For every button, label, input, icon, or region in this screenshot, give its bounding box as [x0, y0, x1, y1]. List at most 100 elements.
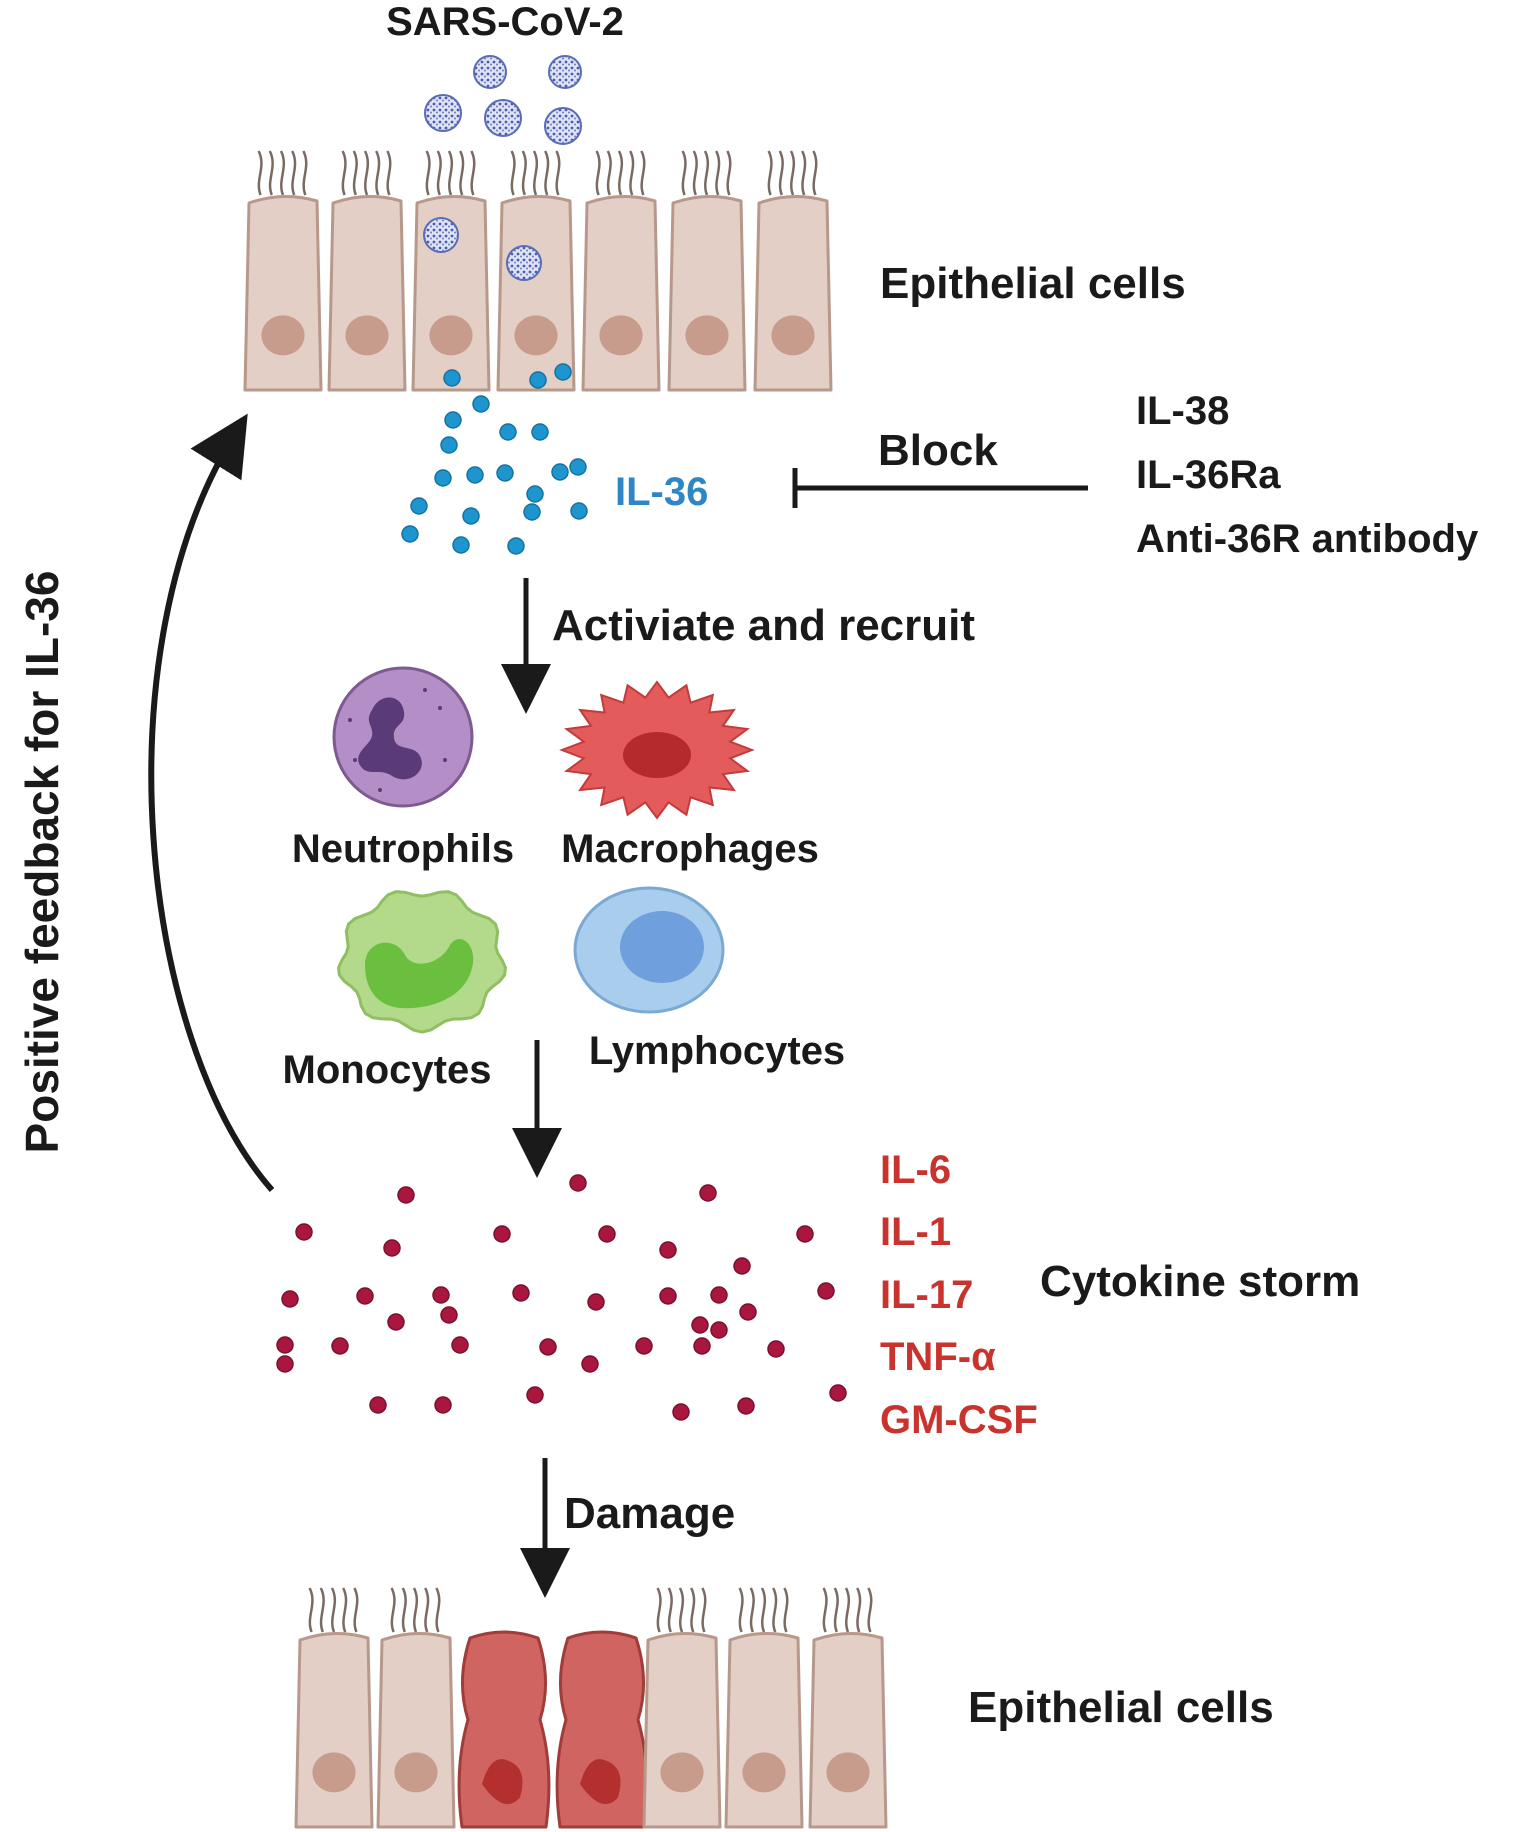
- cilium: [470, 150, 476, 196]
- cell-nucleus: [345, 315, 389, 356]
- cilium: [291, 150, 297, 196]
- virus-title: SARS-CoV-2: [386, 0, 624, 44]
- cell-nucleus: [771, 315, 815, 356]
- damaged-epithelial-cell: [457, 1630, 551, 1829]
- cilium: [656, 1587, 662, 1633]
- cilium: [844, 1587, 851, 1633]
- neutrophil-cell: [332, 666, 474, 808]
- epithelial-cell: [327, 150, 407, 392]
- cilium: [341, 150, 347, 196]
- cilium: [353, 1587, 359, 1633]
- cytokine-dot: [733, 1257, 751, 1275]
- cilium: [667, 1587, 673, 1633]
- cilium: [363, 150, 370, 196]
- cilium: [606, 150, 612, 196]
- cell-body: [724, 1631, 804, 1829]
- cell-body: [457, 1630, 551, 1829]
- cilium: [302, 150, 308, 196]
- epithelial-cell: [294, 1587, 374, 1829]
- cilium: [789, 150, 796, 196]
- cilium: [640, 150, 646, 196]
- cytokine-dot: [493, 1225, 511, 1243]
- cilium: [386, 150, 392, 196]
- cytokine-dot: [739, 1303, 757, 1321]
- cilium: [544, 150, 550, 196]
- cytokine-dot: [693, 1337, 711, 1355]
- cytokine-dot: [383, 1239, 401, 1257]
- cytokine-dot: [387, 1313, 405, 1331]
- cilium: [701, 1587, 707, 1633]
- cilium: [690, 1587, 696, 1633]
- blocker-anti36r-antibody: Anti-36R antibody: [1136, 517, 1479, 561]
- cytokine-dot: [672, 1403, 690, 1421]
- cilium: [822, 1587, 828, 1633]
- il36-dot: [496, 464, 514, 482]
- cell-body: [642, 1631, 722, 1829]
- cilium: [767, 150, 773, 196]
- cilium: [555, 150, 561, 196]
- cilium: [738, 1587, 744, 1633]
- cytokine-dot: [710, 1321, 728, 1339]
- cell-body: [243, 194, 323, 392]
- epithelial-cell: [667, 150, 747, 392]
- cilium: [459, 150, 465, 196]
- cytokine-dot: [356, 1287, 374, 1305]
- cell-nucleus: [312, 1752, 356, 1793]
- cilium: [330, 1587, 337, 1633]
- cytokine-dot: [659, 1287, 677, 1305]
- cilium: [521, 150, 527, 196]
- cilium: [681, 150, 687, 196]
- cilium: [715, 150, 721, 196]
- cytokine-il17: IL-17: [880, 1273, 973, 1317]
- macrophages-label: Macrophages: [561, 827, 819, 871]
- cytokine-dot: [569, 1174, 587, 1192]
- cilium: [801, 150, 807, 196]
- il36-dot: [434, 469, 452, 487]
- epithelial-cell: [376, 1587, 456, 1829]
- il36-dot: [570, 502, 588, 520]
- cilium: [375, 150, 381, 196]
- cell-nucleus: [826, 1752, 870, 1793]
- cell-nucleus: [261, 315, 305, 356]
- cilium: [833, 1587, 839, 1633]
- cilium: [390, 1587, 396, 1633]
- cell-nucleus: [685, 315, 729, 356]
- cilium: [783, 1587, 789, 1633]
- cytokine-dot: [281, 1290, 299, 1308]
- block-label: Block: [878, 426, 998, 475]
- cytokine-dot: [432, 1286, 450, 1304]
- blocker-il36ra: IL-36Ra: [1136, 453, 1281, 497]
- il36-dot: [443, 369, 461, 387]
- il36-dot: [554, 363, 572, 381]
- cytokine-dot: [737, 1397, 755, 1415]
- epithelial-cell: [808, 1587, 888, 1829]
- cytokine-tnf-alpha: TNF-α: [880, 1335, 996, 1379]
- lymphocyte-cell: [573, 886, 725, 1014]
- il36-dot: [452, 536, 470, 554]
- cilium: [629, 150, 635, 196]
- neutrophils-label: Neutrophils: [292, 827, 514, 871]
- cytokine-dot: [817, 1282, 835, 1300]
- cilium: [532, 150, 539, 196]
- macrophage-cell: [559, 680, 755, 820]
- damaged-epithelial-cell: [555, 1630, 649, 1829]
- cell-body: [753, 194, 833, 392]
- cytokine-dot: [587, 1293, 605, 1311]
- bottom-epithelium-label: Epithelial cells: [968, 1683, 1274, 1732]
- cilium: [424, 1587, 430, 1633]
- cilium: [778, 150, 784, 196]
- epithelial-cell: [642, 1587, 722, 1829]
- cell-body: [376, 1631, 456, 1829]
- il36-dot: [529, 371, 547, 389]
- il36-dot: [410, 497, 428, 515]
- monocytes-label: Monocytes: [283, 1048, 492, 1092]
- il36-dot: [569, 458, 587, 476]
- il36-dot: [531, 423, 549, 441]
- cilium: [703, 150, 710, 196]
- il36-dot: [440, 436, 458, 454]
- il36-dot: [462, 507, 480, 525]
- cytokine-dot: [397, 1186, 415, 1204]
- cytokine-dot: [526, 1386, 544, 1404]
- cytokine-dot: [276, 1336, 294, 1354]
- cilium: [867, 1587, 873, 1633]
